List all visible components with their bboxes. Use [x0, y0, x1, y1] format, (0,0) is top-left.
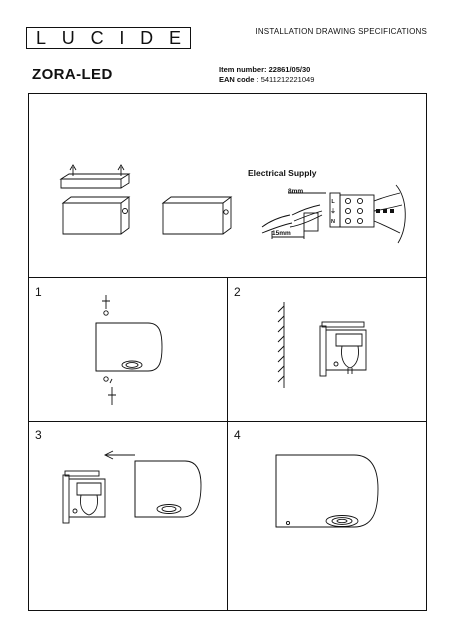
fixture-body-illustration [161, 196, 233, 235]
product-meta: Item number: 22861/05/30 EAN code : 5411… [219, 65, 314, 85]
step-number-1: 1 [35, 285, 42, 299]
step-4-illustration [275, 454, 379, 528]
logo-letter: C [90, 28, 104, 48]
brand-logo: L U C I D E [26, 27, 191, 49]
terminal-labels: L ⏚ N [329, 197, 337, 227]
logo-letter: D [140, 28, 154, 48]
electrical-supply-title: Electrical Supply [248, 168, 317, 178]
terminal-label-live: L [331, 199, 335, 205]
product-name: ZORA-LED [32, 66, 113, 83]
mounting-plate-illustration [59, 164, 131, 235]
document-title: INSTALLATION DRAWING SPECIFICATIONS [255, 27, 427, 36]
ean-label: EAN code [219, 75, 255, 84]
terminal-label-neutral: N [331, 219, 335, 225]
step-1-illustration [95, 295, 163, 405]
logo-letter: L [36, 28, 47, 48]
strip-length-8mm: 8mm [288, 188, 304, 195]
logo-letter: U [61, 28, 75, 48]
terminal-label-earth: ⏚ [330, 209, 336, 215]
strip-length-15mm: 15mm [272, 230, 291, 237]
item-number-label: Item number: [219, 65, 267, 74]
logo-letter: E [168, 28, 181, 48]
step-number-3: 3 [35, 428, 42, 442]
ean-code: : 5411212221049 [256, 75, 315, 84]
step-number-4: 4 [234, 428, 241, 442]
step-2-illustration [277, 302, 367, 388]
wiring-illustration [261, 184, 406, 244]
step-number-2: 2 [234, 285, 241, 299]
step-3-illustration [62, 450, 202, 524]
divider-vertical [227, 277, 228, 611]
item-number: 22861/05/30 [268, 65, 311, 74]
logo-letter: I [119, 28, 125, 48]
